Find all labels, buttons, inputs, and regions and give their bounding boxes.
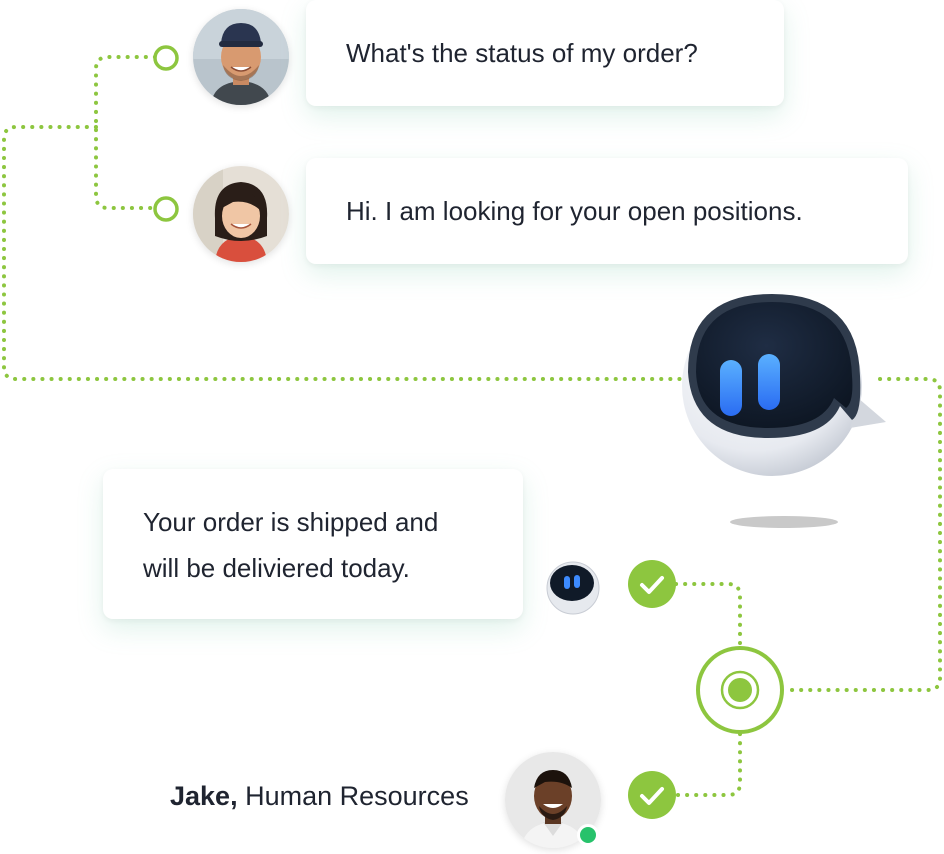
message-text: What's the status of my order? <box>346 38 698 68</box>
agent-label: Jake, Human Resources <box>170 781 469 812</box>
agent-name: Jake, <box>170 781 238 811</box>
message-bubble-customer-2: Hi. I am looking for your open positions… <box>306 158 908 264</box>
check-icon <box>628 771 676 819</box>
timeline-node-2 <box>153 196 179 222</box>
message-bubble-customer-1: What's the status of my order? <box>306 0 784 106</box>
avatar-customer-1 <box>193 9 289 105</box>
hub-node-icon <box>696 646 784 734</box>
timeline-node-1 <box>153 45 179 71</box>
bot-mini-avatar <box>546 561 600 615</box>
online-status-dot <box>577 824 599 846</box>
agent-role: Human Resources <box>245 781 469 811</box>
message-text: Hi. I am looking for your open positions… <box>346 196 803 226</box>
avatar-customer-2 <box>193 166 289 262</box>
message-text-line-1: Your order is shipped and <box>143 507 439 537</box>
message-text-line-2: will be deliviered today. <box>143 553 410 583</box>
message-bubble-bot: Your order is shipped and will be delivi… <box>103 469 523 619</box>
bot-mascot <box>682 294 886 528</box>
check-icon <box>628 560 676 608</box>
